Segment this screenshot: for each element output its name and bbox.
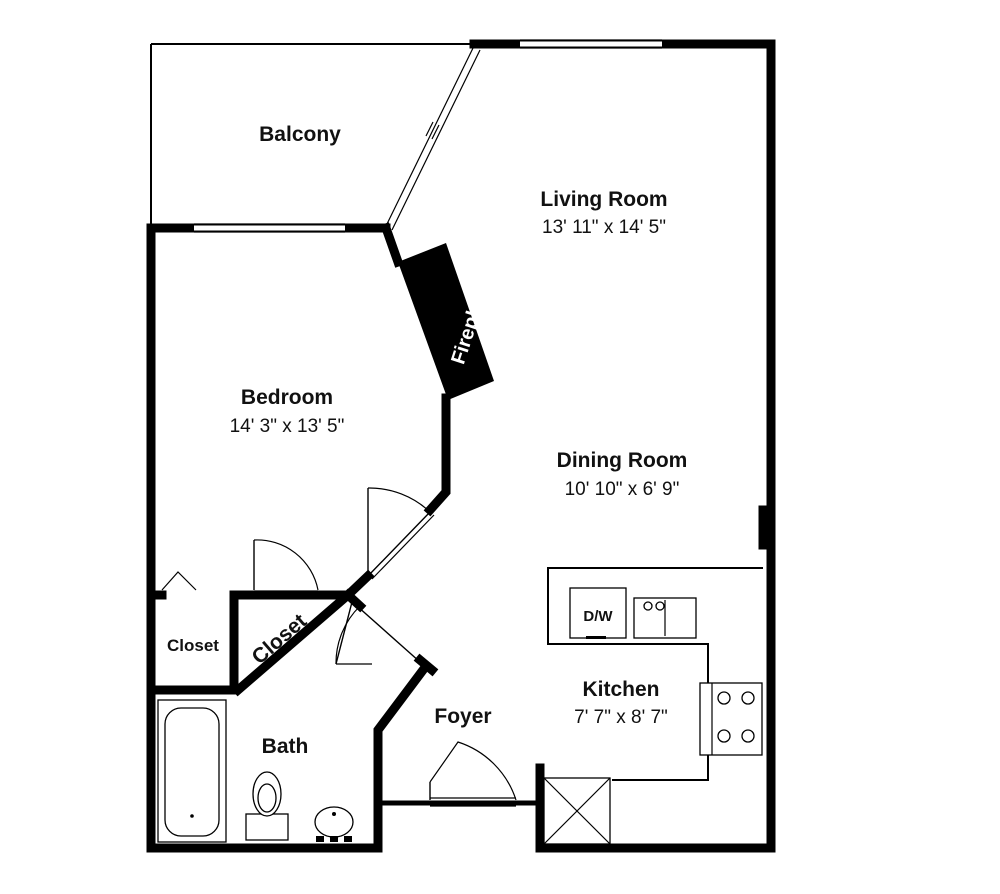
bedroom-door — [367, 487, 435, 580]
dining-room-label: Dining Room — [557, 449, 688, 472]
vanity-sink-icon — [314, 806, 354, 842]
closet-left-door — [161, 571, 197, 591]
closet-left-label: Closet — [167, 636, 219, 655]
sink-icon — [633, 597, 697, 639]
bedroom-label: Bedroom — [241, 386, 333, 409]
dining-room-dimensions: 10' 10" x 6' 9" — [565, 479, 680, 500]
closet-door — [253, 539, 319, 592]
toilet-icon — [245, 771, 289, 841]
walls — [146, 39, 776, 853]
bath-door — [335, 597, 421, 665]
stove-icon — [699, 682, 763, 756]
living-room-label: Living Room — [540, 188, 667, 211]
dishwasher-label: D/W — [583, 608, 613, 625]
windows — [194, 39, 662, 233]
bath-label: Bath — [262, 735, 309, 758]
fireplace: Fireplace — [398, 243, 495, 400]
utility-closet-icon — [543, 777, 611, 845]
balcony-label: Balcony — [259, 123, 341, 146]
foyer-label: Foyer — [434, 705, 491, 728]
kitchen-dimensions: 7' 7" x 8' 7" — [574, 707, 668, 728]
bath-fixtures — [157, 699, 354, 843]
kitchen-label: Kitchen — [582, 678, 659, 701]
balcony-outline — [150, 43, 472, 228]
bathtub-icon — [157, 699, 227, 843]
bedroom-dimensions: 14' 3" x 13' 5" — [230, 416, 345, 437]
living-room-dimensions: 13' 11" x 14' 5" — [542, 217, 666, 238]
kitchen-fixtures: D/W — [543, 567, 763, 845]
front-door — [429, 741, 517, 807]
